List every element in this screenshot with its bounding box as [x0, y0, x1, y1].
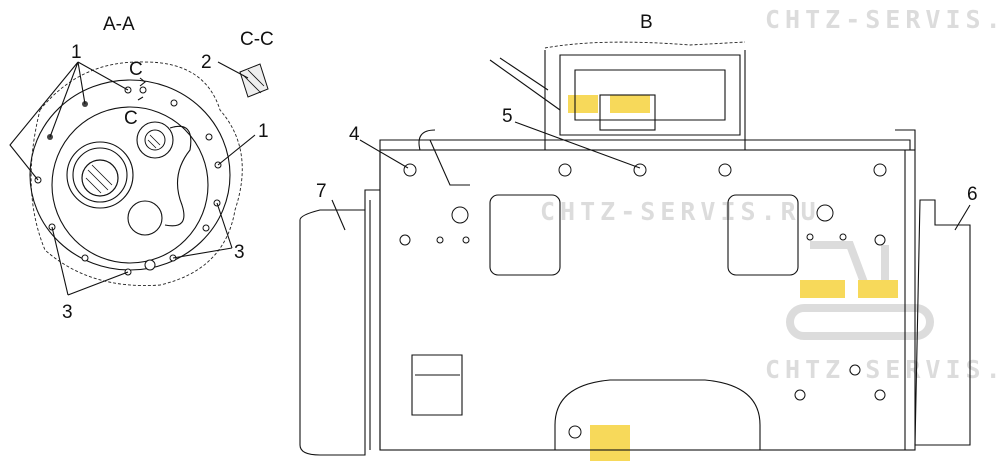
callout-3: 3 [234, 242, 245, 263]
section-label-c-c: C-C [240, 29, 274, 50]
watermark-logo: CHTZ-SERVIS.RU CHTZ-SERVIS.RU CHTZ-SERVI… [540, 5, 1000, 461]
callout-2: 2 [201, 52, 212, 73]
watermark-text: CHTZ-SERVIS.RU [765, 5, 1000, 34]
callout-1: 1 [258, 121, 269, 142]
section-c-c-detail [217, 61, 269, 98]
section-mark-c-bottom: C [124, 108, 138, 129]
callout-5: 5 [502, 106, 513, 127]
callout-3: 3 [62, 302, 73, 323]
section-a-a-flange [9, 61, 256, 296]
section-label-a-a: A-A [103, 14, 135, 35]
watermark-text: CHTZ-SERVIS.RU [765, 355, 1000, 384]
callout-6: 6 [967, 184, 978, 205]
bolt-holes [399, 163, 887, 439]
section-label-b: B [640, 12, 653, 33]
watermark-text: CHTZ-SERVIS.RU [540, 197, 821, 226]
bolt-holes [34, 86, 222, 276]
callout-4: 4 [349, 124, 360, 145]
callout-1: 1 [71, 42, 82, 63]
section-mark-c-top: C [129, 59, 143, 80]
callout-7: 7 [316, 181, 327, 202]
section-b-housing [299, 41, 971, 456]
